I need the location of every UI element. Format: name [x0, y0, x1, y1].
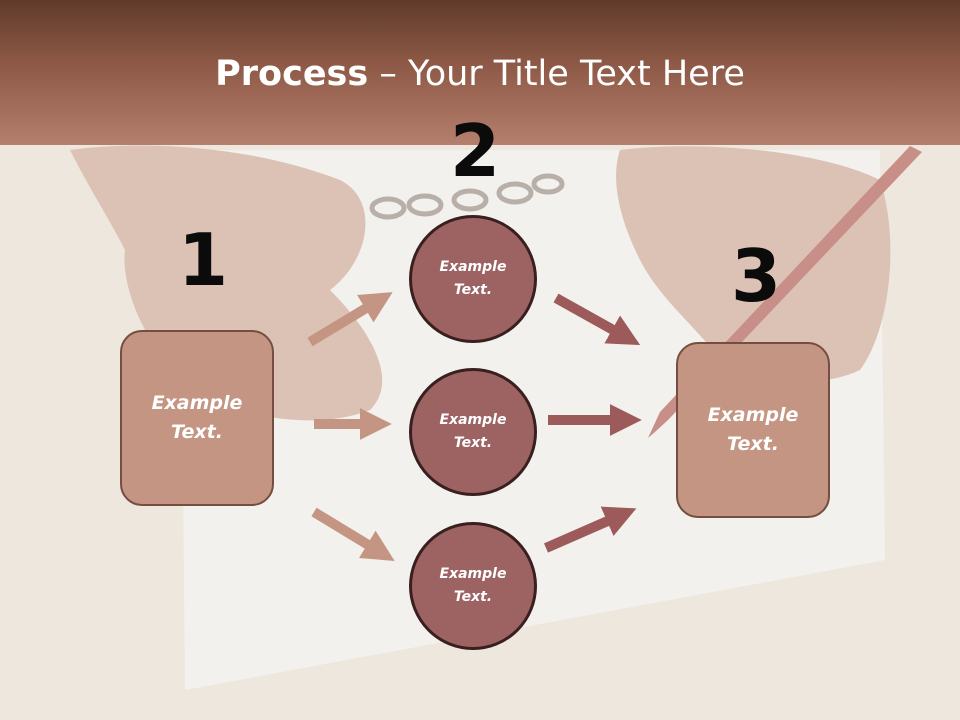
arrow-circle3-to-box3 [543, 506, 637, 553]
left-box: Example Text. [120, 330, 274, 506]
slide-title: Process – Your Title Text Here [0, 52, 960, 96]
circle-bottom-text: Example Text. [439, 566, 507, 605]
circle-top-text: Example Text. [439, 259, 507, 298]
left-box-text: Example Text. [151, 392, 243, 443]
circle-middle-text: Example Text. [439, 412, 507, 451]
title-bar: Process – Your Title Text Here [0, 0, 960, 145]
circle-middle: Example Text. [409, 368, 537, 496]
step-number-2: 2 [450, 109, 501, 193]
arrow-box1-to-circle1 [307, 292, 393, 347]
arrow-circle1-to-box3 [553, 293, 641, 346]
step-number-3: 3 [731, 234, 782, 318]
circle-top: Example Text. [409, 215, 537, 343]
step-number-1: 1 [178, 218, 229, 302]
right-box: Example Text. [676, 342, 830, 518]
circle-bottom: Example Text. [409, 522, 537, 650]
right-box-text: Example Text. [707, 404, 799, 455]
arrow-box1-to-circle3 [311, 507, 395, 561]
title-bold: Process [215, 54, 369, 94]
title-rest: – Your Title Text Here [368, 54, 745, 94]
